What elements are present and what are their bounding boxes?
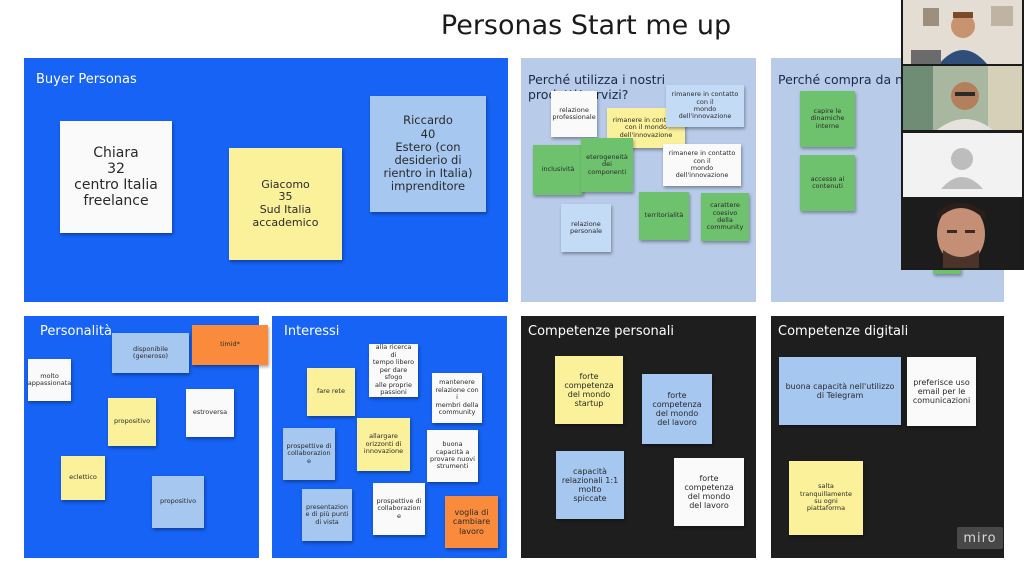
sticky-note-prospettive-collaborazione-2[interactable]: prospettive di collaborazion e bbox=[373, 483, 425, 535]
participant-tile-4[interactable] bbox=[903, 200, 1022, 268]
sticky-note-eclettico[interactable]: eclettico bbox=[61, 456, 105, 500]
frame-title-competenze-personali: Competenze personali bbox=[528, 324, 674, 339]
sticky-note-propositivo-2[interactable]: propositivo bbox=[152, 476, 204, 528]
sticky-note-competenza-lavoro-2[interactable]: forte competenza del mondo del lavoro bbox=[674, 458, 744, 526]
sticky-note-competenza-lavoro[interactable]: forte competenza del mondo del lavoro bbox=[642, 374, 712, 444]
sticky-note-fare-rete[interactable]: fare rete bbox=[307, 368, 355, 416]
sticky-note-voglia-cambiare-lavoro[interactable]: voglia di cambiare lavoro bbox=[445, 496, 498, 548]
sticky-note-eterogeneita[interactable]: eterogeneità dei componenti bbox=[581, 138, 633, 192]
sticky-note-prospettive-collaborazione[interactable]: prospettive di collaborazion e bbox=[283, 428, 335, 480]
video-participants-strip bbox=[901, 0, 1024, 270]
frame-title-interessi: Interessi bbox=[284, 324, 340, 339]
sticky-note-accesso-contenuti[interactable]: accesso ai contenuti bbox=[800, 155, 855, 211]
sticky-note-carattere-coesivo[interactable]: carattere coesivo della community bbox=[701, 193, 749, 241]
participant-2-video bbox=[903, 66, 1022, 130]
sticky-note-relazione-personale[interactable]: relazione personale bbox=[561, 204, 611, 252]
frame-personalita[interactable]: Personalità disponibile (generoso) timid… bbox=[24, 316, 268, 558]
sticky-note-disponibile[interactable]: disponibile (generoso) bbox=[112, 333, 189, 373]
sticky-note-inclusivita[interactable]: inclusività bbox=[533, 145, 583, 195]
sticky-note-estroversa[interactable]: estroversa bbox=[186, 389, 234, 437]
sticky-note-salta-piattaforma[interactable]: salta tranquillamente su ogni piattaform… bbox=[789, 461, 863, 535]
board-title: Personas Start me up bbox=[440, 10, 732, 41]
frame-interessi[interactable]: Interessi alla ricerca di tempo libero p… bbox=[272, 316, 507, 558]
sticky-note-preferisce-email[interactable]: preferisce uso email per le comunicazion… bbox=[907, 357, 976, 426]
sticky-note-riccardo[interactable]: Riccardo 40 Estero (con desiderio di rie… bbox=[370, 96, 486, 212]
sticky-note-timid[interactable]: timid* bbox=[192, 325, 268, 365]
frame-title-competenze-digitali: Competenze digitali bbox=[778, 324, 909, 339]
sticky-note-capire-dinamiche[interactable]: capire le dinamiche interne bbox=[800, 91, 855, 147]
participant-tile-3[interactable] bbox=[903, 133, 1022, 197]
participant-tile-2[interactable] bbox=[903, 66, 1022, 130]
frame-competenze-digitali[interactable]: Competenze digitali buona capacità nell'… bbox=[771, 316, 1004, 558]
sticky-note-presentazione-punti-vista[interactable]: presentazion e di più punti di vista bbox=[302, 489, 352, 541]
frame-competenze-personali[interactable]: Competenze personali forte competenza de… bbox=[521, 316, 756, 558]
sticky-note-propositivo[interactable]: propositivo bbox=[108, 398, 156, 446]
avatar-placeholder-icon bbox=[903, 133, 1022, 197]
sticky-note-relazione-professionale[interactable]: relazione professionale bbox=[551, 91, 597, 137]
participant-4-video bbox=[903, 200, 1022, 268]
frame-title-buyer-personas: Buyer Personas bbox=[36, 72, 137, 87]
frame-perche-utilizza[interactable]: Perché utilizza i nostri prodotti/serviz… bbox=[521, 58, 756, 302]
sticky-note-territorialita[interactable]: territorialità bbox=[639, 192, 689, 240]
sticky-note-competenza-startup[interactable]: forte competenza del mondo startup bbox=[555, 356, 623, 424]
frame-title-personalita: Personalità bbox=[40, 324, 112, 339]
frame-title-perche-compra: Perché compra da no bbox=[778, 72, 911, 87]
frame-buyer-personas[interactable]: Buyer Personas Chiara 32 centro Italia f… bbox=[24, 58, 508, 302]
participant-1-video bbox=[903, 0, 1022, 64]
sticky-note-giacomo[interactable]: Giacomo 35 Sud Italia accademico bbox=[229, 148, 342, 260]
miro-logo: miro bbox=[957, 527, 1003, 549]
sticky-note-rimanere-in-contatto[interactable]: rimanere in contatto con il mondo dell'i… bbox=[663, 144, 741, 186]
participant-tile-1[interactable] bbox=[903, 0, 1022, 64]
sticky-note-capacita-telegram[interactable]: buona capacità nell'utilizzo di Telegram bbox=[779, 357, 901, 425]
sticky-note-mantenere-relazione[interactable]: mantenere relazione con i membri della c… bbox=[432, 373, 482, 423]
sticky-note-ricerca-tempo-libero[interactable]: alla ricerca di tempo libero per dare sf… bbox=[369, 344, 418, 397]
sticky-note-rimanere-in-contatto[interactable]: rimanere in contatto con il mondo dell'i… bbox=[666, 85, 744, 127]
sticky-note-chiara[interactable]: Chiara 32 centro Italia freelance bbox=[60, 121, 172, 233]
sticky-note-molto-appassionata[interactable]: molto appassionata bbox=[28, 359, 71, 401]
sticky-note-buona-capacita[interactable]: buona capacità a provare nuovi strumenti bbox=[427, 430, 478, 482]
sticky-note-capacita-relazionali[interactable]: capacità relazionali 1:1 molto spiccate bbox=[556, 451, 624, 519]
sticky-note-allargare-orizzonti[interactable]: allargare orizzonti di innovazione bbox=[357, 418, 410, 471]
